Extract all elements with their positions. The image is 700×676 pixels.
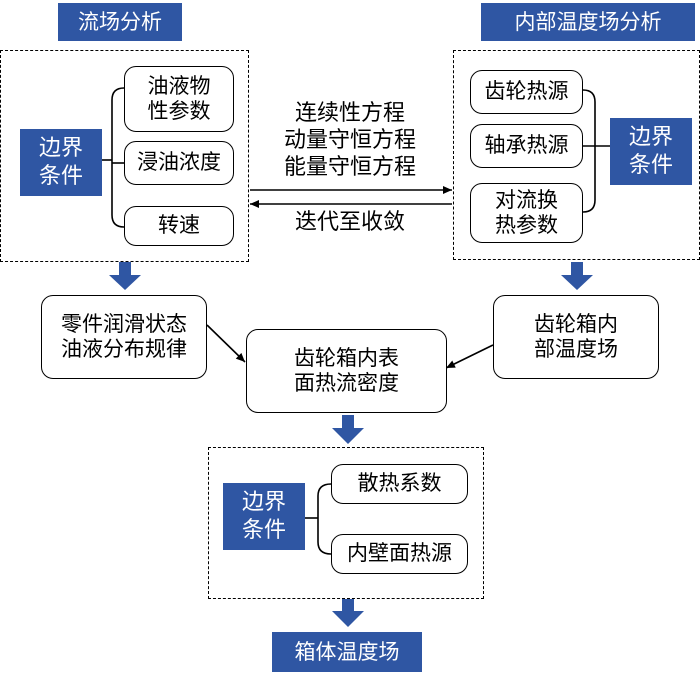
lubrication-arrow [206,324,246,363]
bottom-brace [305,483,332,555]
temp-brace [582,89,610,213]
oil-properties-box: 油液物 性参数 [124,66,234,132]
temp-analysis-title: 内部温度场分析 [481,3,695,41]
gear-heat-source-box: 齿轮热源 [470,70,583,114]
flow-brace [102,87,125,228]
convection-params-box: 对流换 热参数 [470,183,583,243]
heat-flux-box: 齿轮箱内表 面热流密度 [246,329,447,413]
temp-boundary-conditions: 边界 条件 [610,118,692,185]
flow-analysis-region [0,50,249,262]
gearbox-temp-arrow [445,344,494,369]
heat-dissipation-box: 散热系数 [331,464,468,504]
housing-temp-field-title: 箱体温度场 [272,632,422,672]
lubrication-state-box: 零件润滑状态 油液分布规律 [41,295,207,379]
gearbox-internal-temp-box: 齿轮箱内 部温度场 [493,295,659,379]
iterate-to-convergence: 迭代至收敛 [294,210,405,235]
flow-boundary-conditions: 边界 条件 [20,129,102,196]
flow-analysis-title: 流场分析 [58,3,182,41]
oil-immersion-box: 浸油浓度 [124,141,234,185]
rotation-speed-box: 转速 [124,206,234,246]
bearing-heat-source-box: 轴承热源 [470,124,583,168]
inner-wall-heat-source-box: 内壁面热源 [331,534,468,574]
down-arrow-heatflux [332,415,364,444]
down-arrow-result [332,599,364,627]
bottom-boundary-region [208,447,484,599]
down-arrow-temp [561,262,593,290]
bottom-boundary-conditions: 边界 条件 [223,483,305,550]
down-arrow-flow [109,262,141,290]
governing-equations: 连续性方程 动量守恒方程 能量守恒方程 [283,101,416,180]
